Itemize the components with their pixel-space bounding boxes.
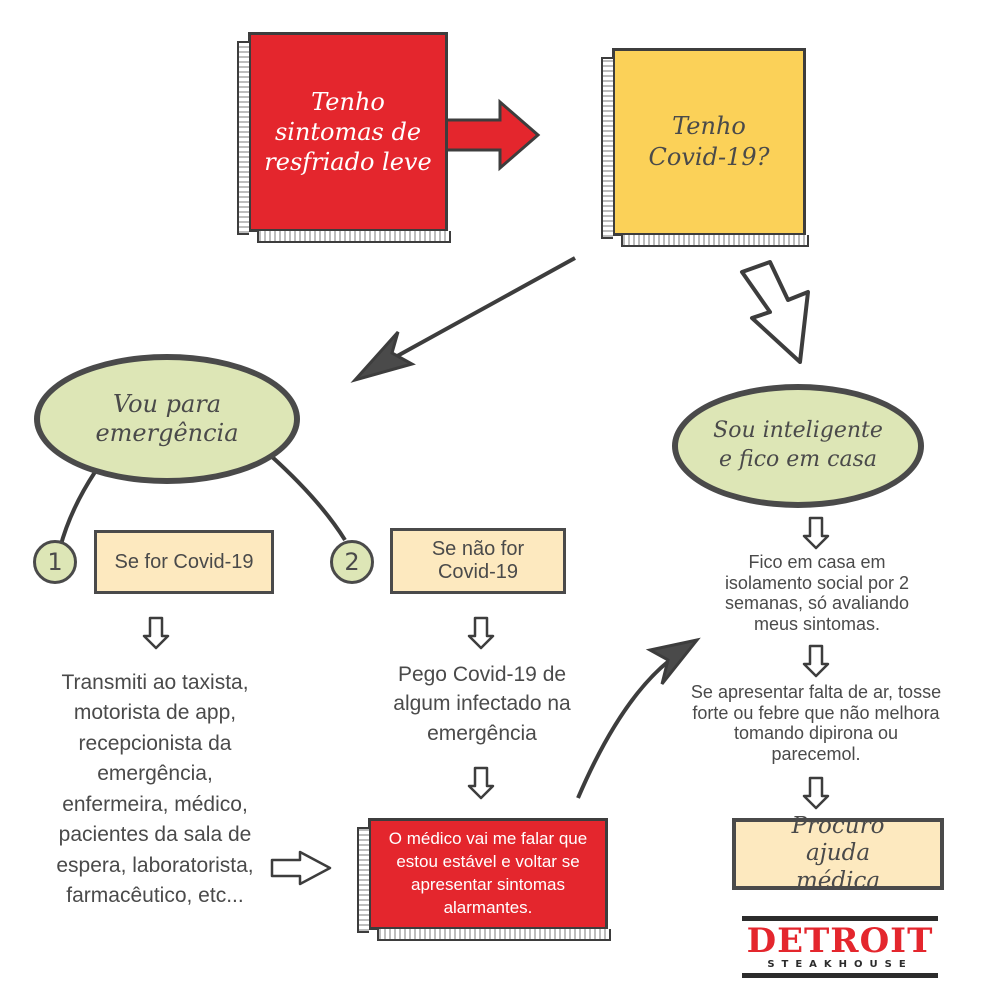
- stay-home-oval-text: Sou inteligente e fico em casa: [713, 418, 883, 472]
- arrow-to-emergency-head: [350, 330, 416, 383]
- branch-1-number: 1: [33, 540, 77, 584]
- branch-2-label-text: Se não for Covid-19: [431, 538, 525, 583]
- arrow-to-home: [740, 260, 810, 364]
- branch-2-number-text: 2: [344, 548, 360, 576]
- doctor-box-text: O médico vai me falar que estou estável …: [388, 829, 588, 917]
- stay-home-oval: Sou inteligente e fico em casa: [672, 384, 924, 508]
- isolation-text-content: Fico em casa em isolamento social por 2 …: [724, 552, 910, 635]
- help-box: Procuro ajuda médica: [732, 813, 944, 894]
- isolation-text: Fico em casa em isolamento social por 2 …: [704, 552, 930, 635]
- detroit-logo: DETROIT STEAKHOUSE: [742, 916, 938, 978]
- branch-1-number-text: 1: [47, 548, 63, 576]
- side-arrow: [270, 850, 332, 886]
- logo-name: DETROIT: [746, 921, 934, 961]
- down-arrow-1: [142, 616, 170, 650]
- right-arrow: [444, 98, 541, 172]
- down-arrow-5: [802, 644, 830, 678]
- logo-sub: STEAKHOUSE: [767, 959, 913, 970]
- branch-2-label: Se não for Covid-19: [390, 528, 566, 594]
- arrow-to-isolation-head: [645, 637, 701, 685]
- branch-line-2: [268, 453, 347, 542]
- arrow-to-emergency: [389, 256, 576, 362]
- branch-line-1: [58, 470, 97, 549]
- question-box: Tenho Covid-19?: [601, 48, 809, 247]
- help-box-text: Procuro ajuda médica: [791, 812, 885, 894]
- branch-2-result-text: Pego Covid-19 de algum infectado na emer…: [393, 663, 571, 745]
- down-arrow-3: [467, 766, 495, 800]
- branch-2-result: Pego Covid-19 de algum infectado na emer…: [384, 660, 580, 748]
- down-arrow-6: [802, 776, 830, 810]
- branch-1-label-text: Se for Covid-19: [114, 550, 254, 573]
- down-arrow-4: [802, 516, 830, 550]
- question-box-text: Tenho Covid-19?: [648, 111, 770, 171]
- branch-1-label: Se for Covid-19: [94, 530, 274, 594]
- emergency-oval-text: Vou para emergência: [95, 390, 239, 447]
- start-box-text: Tenho sintomas de resfriado leve: [264, 88, 432, 176]
- branch-2-number: 2: [330, 540, 374, 584]
- warning-text-content: Se apresentar falta de ar, tosse forte o…: [690, 682, 942, 765]
- emergency-oval: Vou para emergência: [34, 354, 300, 484]
- branch-1-result: Transmiti ao taxista, motorista de app, …: [50, 668, 260, 912]
- warning-text: Se apresentar falta de ar, tosse forte o…: [690, 682, 942, 765]
- down-arrow-2: [467, 616, 495, 650]
- start-box: Tenho sintomas de resfriado leve: [237, 32, 451, 243]
- branch-1-result-text: Transmiti ao taxista, motorista de app, …: [56, 671, 254, 908]
- doctor-box: O médico vai me falar que estou estável …: [357, 818, 611, 941]
- arrow-to-isolation: [576, 658, 672, 799]
